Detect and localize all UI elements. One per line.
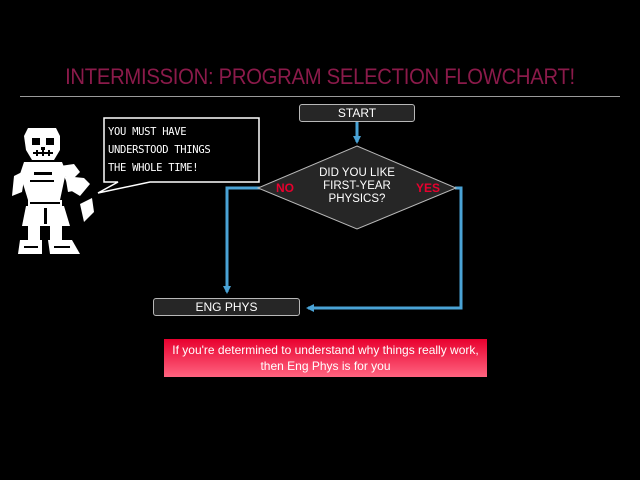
info-line: then Eng Phys is for you [260, 359, 391, 373]
decision-line: FIRST-YEAR [323, 180, 391, 192]
title-divider [20, 96, 620, 97]
decision-line: DID YOU LIKE [319, 167, 395, 179]
yes-branch-label: YES [416, 181, 441, 195]
decision-diamond [256, 145, 458, 230]
start-node: START [299, 104, 415, 122]
slide-title: INTERMISSION: PROGRAM SELECTION FLOWCHAR… [65, 64, 575, 89]
arrow-no-branch [223, 186, 260, 294]
decision-text: DID YOU LIKE FIRST-YEAR PHYSICS? [308, 167, 406, 206]
speech-bubble-text: YOU MUST HAVE UNDERSTOOD THINGS THE WHOL… [108, 126, 211, 174]
no-branch-label: NO [276, 181, 294, 195]
skeleton-character-icon [12, 128, 94, 254]
decision-line: PHYSICS? [328, 193, 386, 205]
speech-bubble [97, 117, 260, 194]
eng-phys-node: ENG PHYS [153, 298, 300, 316]
info-box: If you're determined to understand why t… [164, 339, 487, 377]
info-line: If you're determined to understand why t… [172, 343, 479, 357]
arrow-yes-branch [306, 186, 463, 312]
